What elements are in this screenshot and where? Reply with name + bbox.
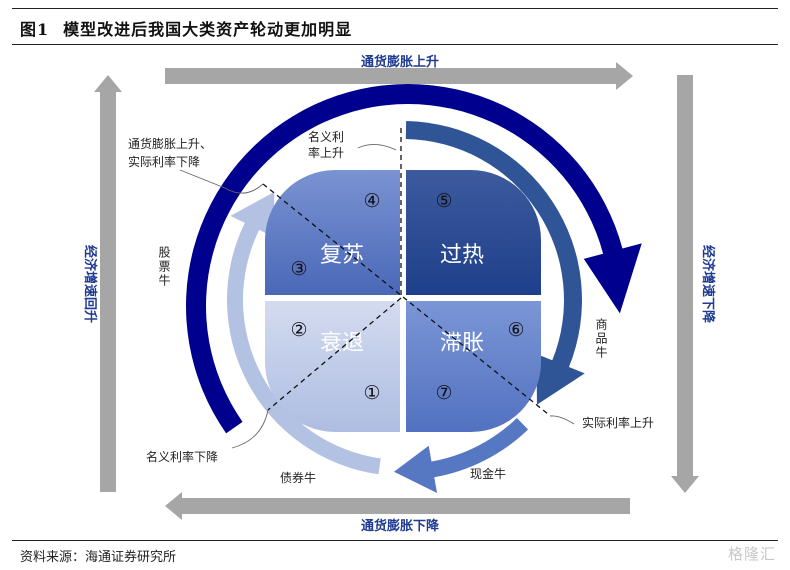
figure-number: 图1 <box>20 20 50 39</box>
stage-4-marker: ④ <box>363 190 380 212</box>
label-nominal-rate-up-line1: 名义利 <box>308 129 344 144</box>
label-cash-bull: 现金牛 <box>470 466 506 481</box>
bond-stock-bull-arrow <box>226 192 381 475</box>
stage-7-marker: ⑦ <box>435 382 452 404</box>
watermark-logo: 格隆汇 <box>727 545 776 563</box>
dashed-line-diagonal-lower <box>267 297 402 411</box>
quadrant-label-stagflation: 滞胀 <box>440 331 484 356</box>
quadrant-overheat <box>406 170 541 295</box>
label-stock-bull: 股票牛 <box>157 246 171 288</box>
label-infl-up-line1: 通货膨胀上升、 <box>128 136 212 151</box>
quadrant-recession <box>265 301 400 432</box>
label-nominal-rate-up-line2: 率上升 <box>308 145 344 160</box>
growth-up-arrow <box>94 75 122 492</box>
stage-5-marker: ⑤ <box>435 190 452 212</box>
quadrant-stagflation <box>406 301 541 432</box>
inflation-up-arrow <box>165 62 633 90</box>
pointer-infl-up <box>179 169 264 194</box>
stage-2-marker: ② <box>290 319 307 341</box>
stage-1-marker: ① <box>363 382 380 404</box>
commodity-bull-arrow <box>405 121 585 405</box>
top-rule <box>12 8 778 9</box>
cash-bull-arrow <box>393 417 529 494</box>
axis-label-growth-down: 经济增速下降 <box>700 245 716 324</box>
stage-3-marker: ③ <box>290 258 307 280</box>
figure-title: 图1 模型改进后我国大类资产轮动更加明显 <box>20 16 352 40</box>
quadrant-label-recovery: 复苏 <box>320 243 364 268</box>
label-real-rate-down-line2: 实际利率下降 <box>128 154 200 169</box>
quadrant-recovery <box>265 170 400 295</box>
pointer-nominal-down <box>231 409 269 449</box>
label-bond-bull: 债券牛 <box>280 470 316 485</box>
dashed-divider-lines <box>262 128 549 415</box>
bottom-rule <box>12 540 778 541</box>
pointer-real-rate-up <box>549 415 575 425</box>
inflation-down-arrow <box>165 492 630 520</box>
label-commodity-bull: 商品牛 <box>594 318 608 360</box>
growth-down-arrow <box>671 75 699 493</box>
axis-label-inflation-up: 通货膨胀上升 <box>361 54 439 70</box>
dashed-line-diagonal-main <box>262 183 549 415</box>
axis-label-growth-up: 经济增速回升 <box>82 245 98 323</box>
axis-label-inflation-down: 通货膨胀下降 <box>361 518 440 534</box>
stage-6-marker: ⑥ <box>507 319 524 341</box>
label-real-rate-up: 实际利率上升 <box>582 415 654 430</box>
pointer-nominal-up <box>357 144 397 151</box>
annotation-pointers <box>179 144 575 449</box>
title-rule <box>12 44 778 45</box>
figure-title-text: 模型改进后我国大类资产轮动更加明显 <box>63 20 353 39</box>
quadrant-label-overheat: 过热 <box>440 243 484 268</box>
source-note: 资料来源：海通证券研究所 <box>20 550 177 565</box>
label-nominal-rate-down: 名义利率下降 <box>146 449 218 464</box>
